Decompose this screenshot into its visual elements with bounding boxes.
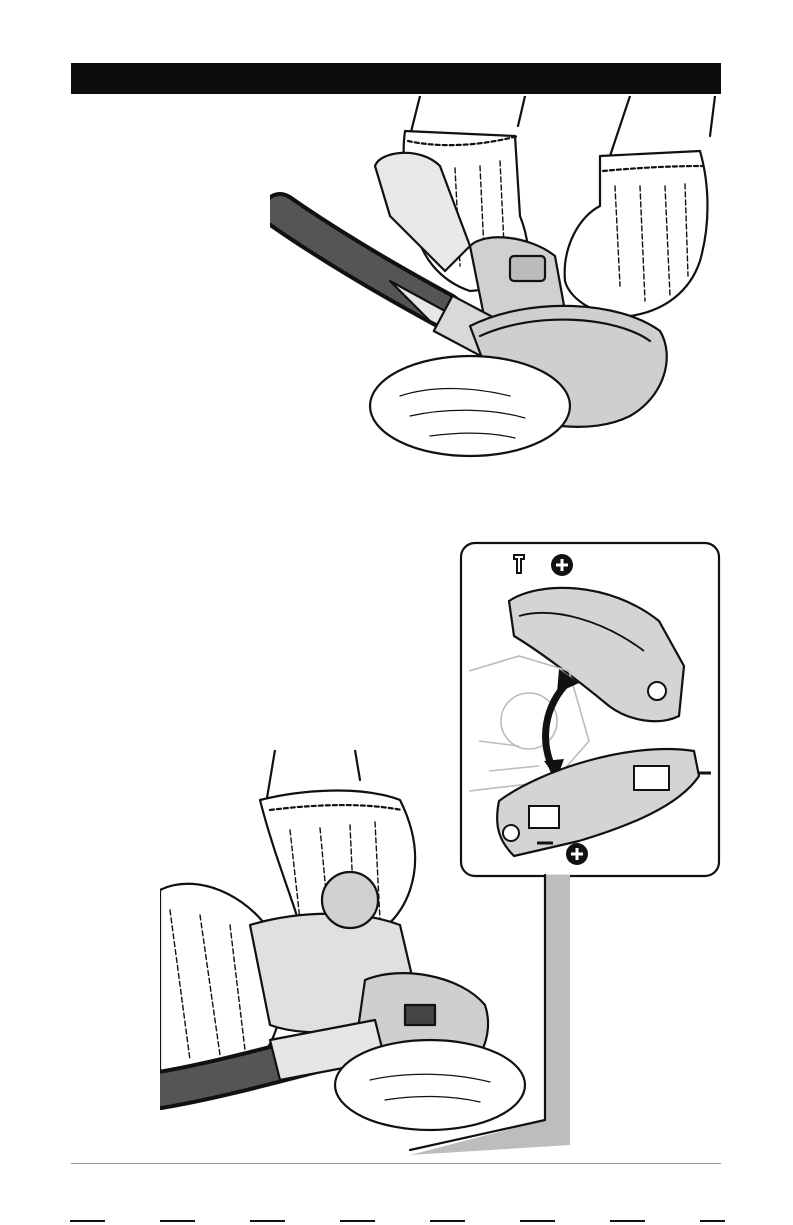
- footer-rule: [71, 1163, 721, 1164]
- crop-marks: [0, 1218, 793, 1225]
- plus-icon: [551, 554, 573, 576]
- section-header-bar: [71, 63, 721, 94]
- fig-top: [270, 96, 720, 466]
- fig-bottom: [160, 750, 575, 1155]
